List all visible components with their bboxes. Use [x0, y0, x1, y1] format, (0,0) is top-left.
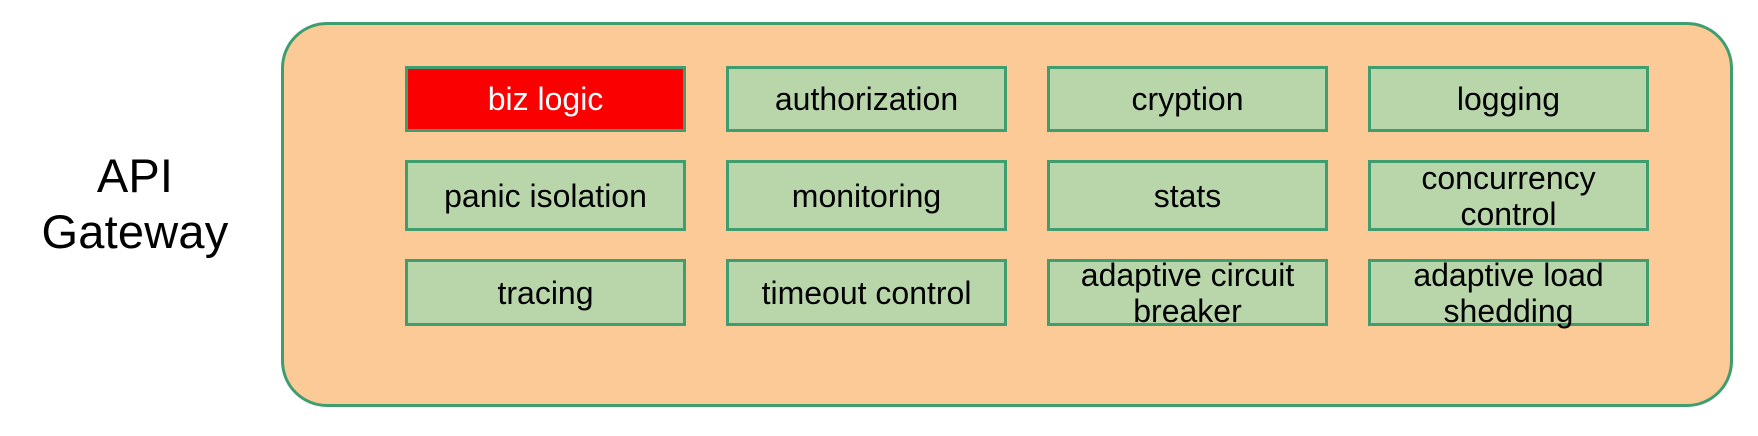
module-label: adaptive circuit breaker [1080, 256, 1295, 329]
module-label: timeout control [761, 274, 972, 311]
module-label: stats [1153, 177, 1222, 214]
module-label: monitoring [791, 177, 942, 214]
module-label: adaptive load shedding [1413, 256, 1604, 329]
module-box-monitoring[interactable]: monitoring [726, 160, 1007, 231]
module-label: tracing [497, 274, 594, 311]
module-box-adaptive-load-shedding[interactable]: adaptive load shedding [1368, 256, 1649, 329]
module-box-panic-isolation[interactable]: panic isolation [405, 160, 686, 231]
module-box-stats[interactable]: stats [1047, 160, 1328, 231]
module-label: concurrency control [1421, 159, 1596, 232]
module-box-tracing[interactable]: tracing [405, 259, 686, 326]
module-box-adaptive-circuit-breaker[interactable]: adaptive circuit breaker [1047, 256, 1328, 329]
module-box-cryption[interactable]: cryption [1047, 66, 1328, 132]
module-box-biz-logic[interactable]: biz logic [405, 66, 686, 132]
module-label: panic isolation [444, 177, 647, 214]
module-box-authorization[interactable]: authorization [726, 66, 1007, 132]
api-gateway-label: API Gateway [41, 149, 229, 258]
api-gateway-container: biz logic authorization cryption logging pan… [281, 22, 1733, 407]
module-label: authorization [774, 81, 959, 117]
module-label: biz logic [487, 81, 604, 117]
module-label: cryption [1131, 81, 1244, 117]
module-box-timeout-control[interactable]: timeout control [726, 259, 1007, 326]
module-box-logging[interactable]: logging [1368, 66, 1649, 132]
module-label: logging [1456, 81, 1561, 117]
module-box-concurrency-control[interactable]: concurrency control [1368, 159, 1649, 232]
module-grid: biz logic authorization cryption logging pan… [405, 66, 1649, 329]
